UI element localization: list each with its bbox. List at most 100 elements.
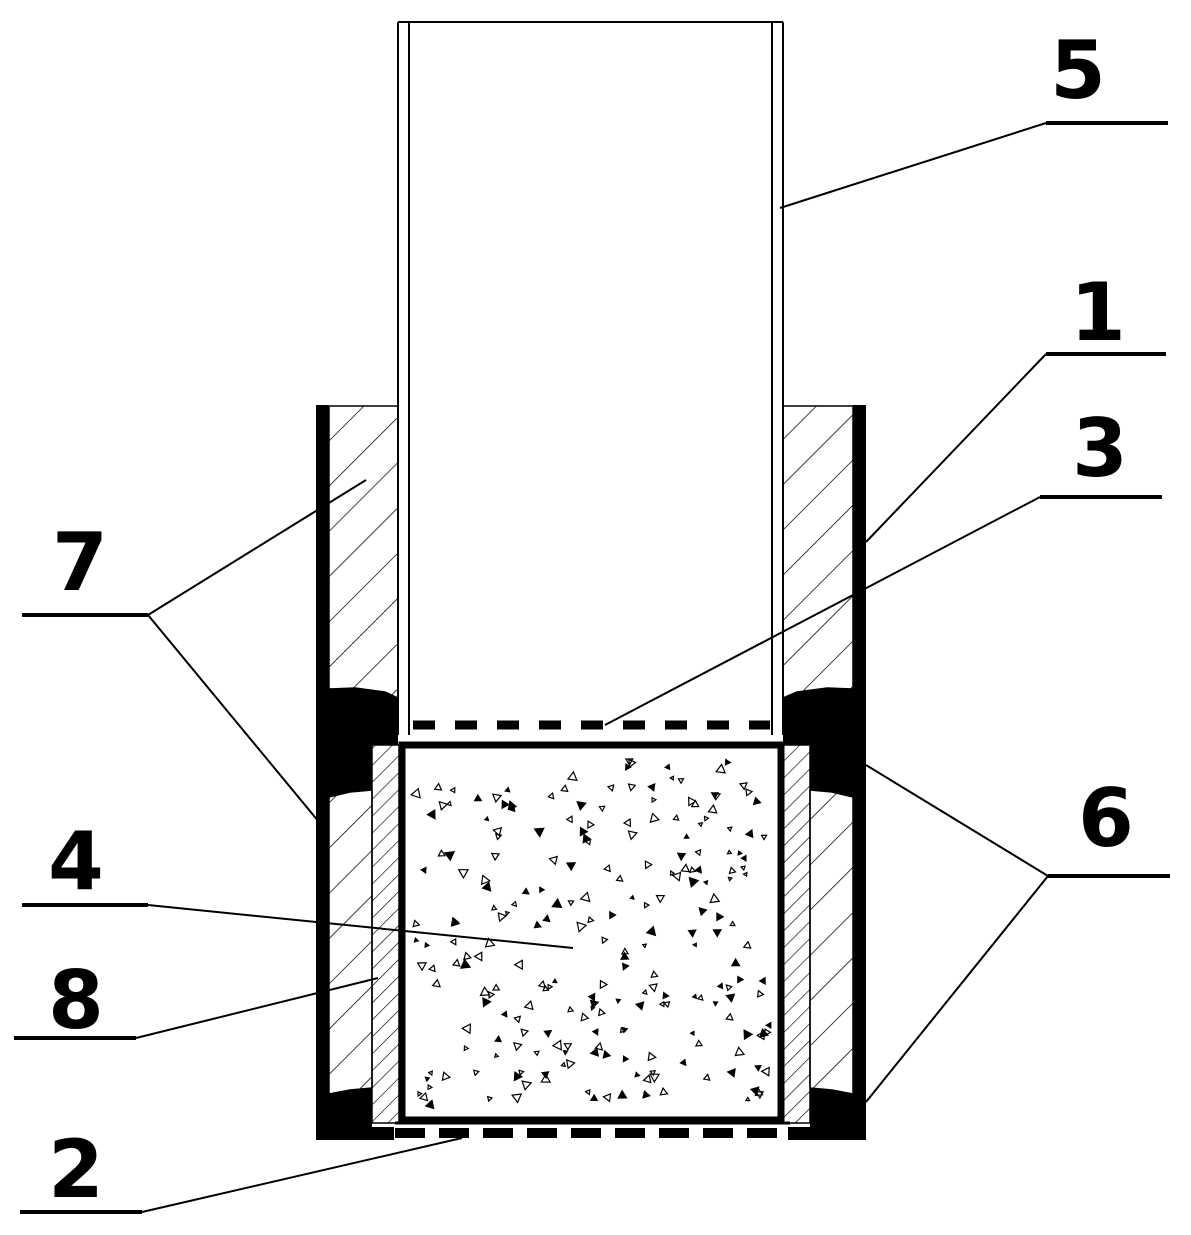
grain xyxy=(764,1021,772,1029)
grain xyxy=(744,828,754,839)
grain xyxy=(676,852,687,862)
weld-beads-upper xyxy=(329,688,853,797)
grain xyxy=(642,1074,652,1084)
grain xyxy=(622,1055,630,1063)
grain xyxy=(712,929,723,938)
grain xyxy=(591,1028,599,1036)
grain xyxy=(703,815,710,822)
callout-labels: 5 1 3 7 6 4 8 2 xyxy=(48,24,1134,1216)
grain xyxy=(729,920,736,927)
grain xyxy=(712,1001,719,1007)
grain xyxy=(537,980,546,989)
grain xyxy=(533,827,545,838)
grain xyxy=(649,1073,661,1084)
grain xyxy=(726,826,733,833)
grain xyxy=(760,1066,770,1077)
grain xyxy=(745,788,754,797)
grain xyxy=(459,958,472,969)
grain xyxy=(749,1086,760,1097)
grain xyxy=(542,914,551,923)
grain xyxy=(563,1043,573,1051)
grain xyxy=(716,982,724,990)
grain xyxy=(619,951,630,960)
grain xyxy=(413,936,420,943)
label-4: 4 xyxy=(48,815,104,908)
grain xyxy=(725,984,733,992)
grain xyxy=(547,983,554,991)
grain xyxy=(742,940,752,949)
grain xyxy=(427,1083,434,1091)
grain xyxy=(449,786,456,794)
grain xyxy=(457,869,470,880)
grain xyxy=(565,1058,576,1070)
grain xyxy=(426,809,436,820)
right-lower-block xyxy=(809,789,854,1095)
grain xyxy=(589,1093,599,1102)
grain xyxy=(634,1001,645,1011)
grain xyxy=(594,1041,604,1051)
grain xyxy=(547,791,555,800)
grain xyxy=(698,907,708,917)
grain xyxy=(734,1046,746,1057)
grain xyxy=(576,921,588,933)
grain xyxy=(615,874,624,882)
grain xyxy=(490,904,498,911)
leader-lines xyxy=(14,121,1170,1214)
grain xyxy=(689,1030,695,1037)
perforated-bottom-plate xyxy=(395,1121,790,1138)
grain xyxy=(543,1029,553,1038)
grain xyxy=(479,986,491,997)
grain xyxy=(658,1000,665,1008)
grain xyxy=(726,849,733,855)
grain xyxy=(533,920,543,929)
grain xyxy=(491,793,503,804)
grain xyxy=(412,919,421,928)
grain xyxy=(644,860,653,870)
grain xyxy=(460,1023,472,1035)
grain xyxy=(677,778,685,785)
label-1: 1 xyxy=(1070,266,1126,359)
grain xyxy=(565,862,577,872)
grain xyxy=(472,1069,480,1077)
grain xyxy=(551,978,558,984)
grain xyxy=(647,1051,657,1062)
grain xyxy=(687,796,697,807)
grain xyxy=(424,941,431,949)
grain xyxy=(589,999,600,1009)
grain xyxy=(716,912,725,922)
grain xyxy=(651,796,658,804)
outer-casing xyxy=(316,405,866,1140)
grain xyxy=(590,1005,596,1012)
grain xyxy=(664,763,671,771)
grain xyxy=(560,783,569,793)
label-2: 2 xyxy=(48,1123,104,1216)
grain xyxy=(504,910,511,917)
grain xyxy=(521,1080,533,1091)
label-7: 7 xyxy=(52,516,108,609)
grain xyxy=(696,993,704,1001)
grain xyxy=(518,1069,525,1077)
grain xyxy=(625,763,632,771)
grain xyxy=(441,1071,452,1082)
grain xyxy=(551,897,563,909)
grain xyxy=(451,958,461,967)
grain xyxy=(513,1041,523,1052)
grain xyxy=(424,1076,431,1083)
grain xyxy=(649,812,661,823)
grain xyxy=(580,1012,590,1022)
grain xyxy=(662,1001,671,1009)
grain xyxy=(445,800,452,807)
grain xyxy=(410,787,421,799)
grain xyxy=(480,874,491,886)
grain xyxy=(486,1095,494,1103)
grain xyxy=(493,1052,500,1059)
grain xyxy=(510,1093,523,1104)
specimen-box xyxy=(398,741,785,1124)
grain xyxy=(473,951,483,962)
label-5: 5 xyxy=(1050,24,1106,117)
grain xyxy=(539,886,546,894)
grain xyxy=(609,910,617,920)
grain xyxy=(690,799,700,808)
grain xyxy=(760,834,768,841)
grain xyxy=(494,1034,503,1043)
